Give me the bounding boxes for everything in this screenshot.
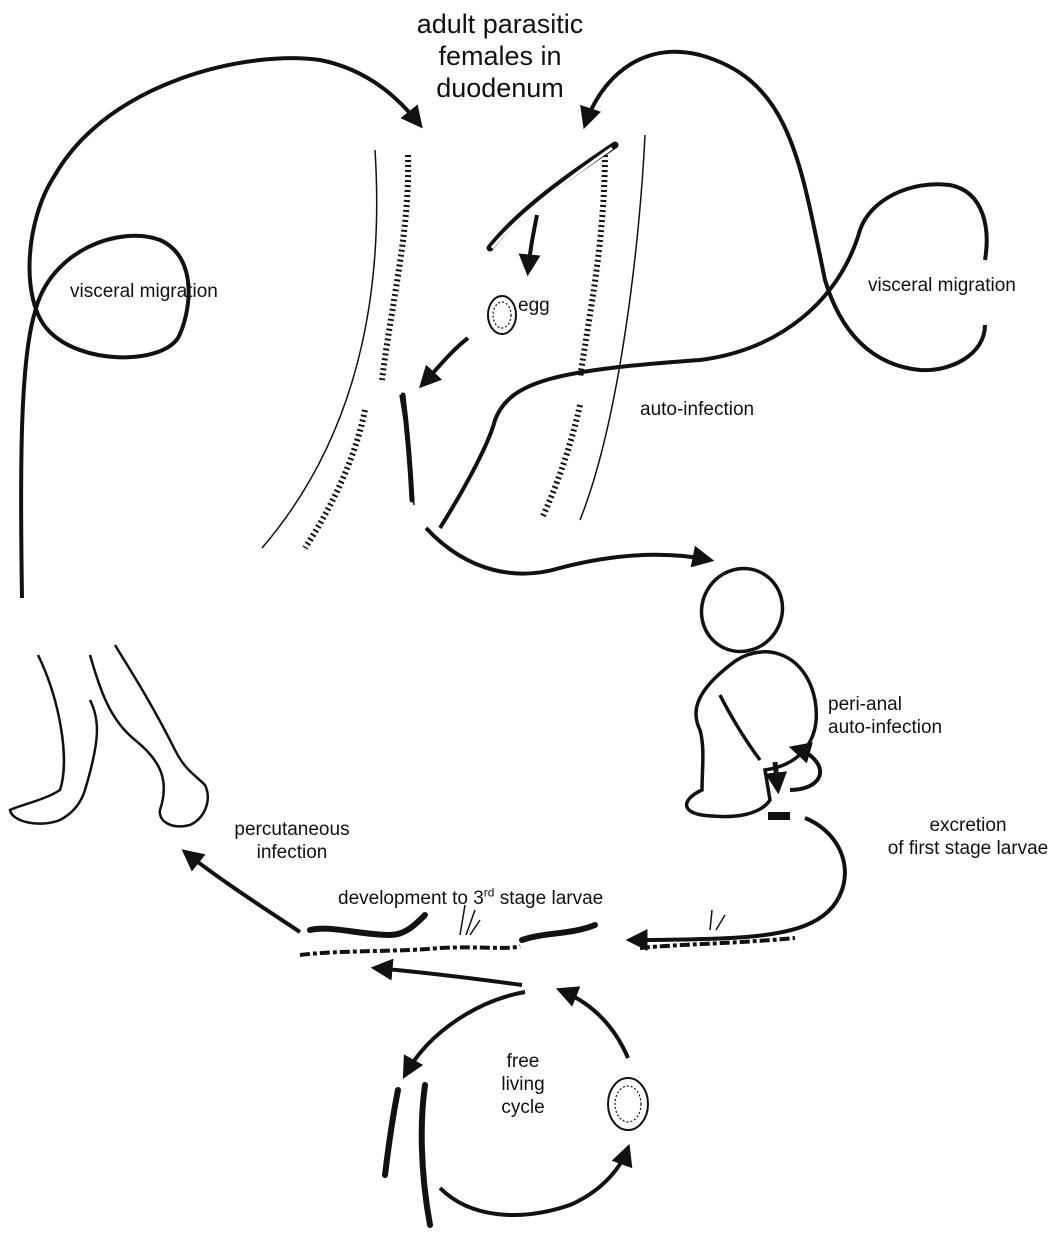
- free-living-line-3: cycle: [478, 1096, 568, 1119]
- arrow-free-soil-to-larvae-left: [375, 968, 522, 985]
- arrow-gut-to-human: [426, 528, 710, 574]
- adult-female-worm: [490, 145, 615, 248]
- title-line-1: adult parasitic: [400, 8, 600, 40]
- excretion-line-1: excretion: [875, 814, 1061, 837]
- intestine-outer-right: [580, 135, 645, 520]
- development-sup: rd: [484, 886, 495, 900]
- development-suffix: stage larvae: [494, 888, 603, 909]
- walking-legs-figure: [10, 645, 208, 826]
- arrow-percutaneous: [185, 852, 300, 932]
- intestine-wall: [262, 135, 645, 548]
- intestine-outer-left: [262, 150, 377, 548]
- free-living-line-2: living: [478, 1073, 568, 1096]
- arrow-egg-to-larva: [422, 338, 468, 385]
- peri-anal-line-2: auto-infection: [828, 716, 942, 739]
- squatting-human-figure: [686, 554, 816, 817]
- label-peri-anal-auto-infection: peri-anal auto-infection: [828, 693, 942, 739]
- label-egg: egg: [518, 294, 550, 317]
- intestine-villi-right-upper: [580, 150, 605, 378]
- label-visceral-migration-right: visceral migration: [868, 274, 1016, 297]
- arrow-peri-anal: [775, 762, 778, 790]
- free-living-line-1: free: [478, 1050, 568, 1073]
- arrow-free-larvae-to-egg: [440, 1148, 628, 1215]
- label-visceral-migration-left: visceral migration: [70, 280, 218, 303]
- title-adult-parasitic-females: adult parasitic females in duodenum: [400, 8, 600, 104]
- excreta-mark: [768, 812, 790, 820]
- label-development: development to 3rd stage larvae: [338, 887, 603, 910]
- arrow-worm-to-egg: [528, 215, 537, 272]
- label-percutaneous-infection: percutaneous infection: [212, 818, 372, 864]
- soil-strip: [300, 905, 795, 955]
- excretion-line-2: of first stage larvae: [875, 837, 1061, 860]
- peri-anal-line-1: peri-anal: [828, 693, 942, 716]
- arrow-free-egg-to-soil: [560, 990, 628, 1058]
- development-prefix: development to 3: [338, 888, 484, 909]
- title-line-3: duodenum: [400, 72, 600, 104]
- title-line-2: females in: [400, 40, 600, 72]
- intestine-villi-left-upper: [382, 155, 408, 380]
- intestine-villi-right-lower: [542, 405, 580, 518]
- arrow-excretion: [630, 818, 845, 940]
- arrow-visceral-left: [21, 58, 420, 598]
- label-excretion: excretion of first stage larvae: [875, 814, 1061, 860]
- rhabditiform-larva-in-gut: [403, 395, 412, 500]
- percutaneous-line-1: percutaneous: [212, 818, 372, 841]
- percutaneous-line-2: infection: [212, 841, 372, 864]
- filariform-larvae-on-soil: [310, 915, 595, 940]
- egg-icon: [488, 296, 516, 334]
- label-free-living-cycle: free living cycle: [478, 1050, 568, 1119]
- free-living-egg-icon: [608, 1078, 648, 1130]
- free-living-adults: [385, 1085, 430, 1225]
- label-auto-infection: auto-infection: [640, 398, 754, 421]
